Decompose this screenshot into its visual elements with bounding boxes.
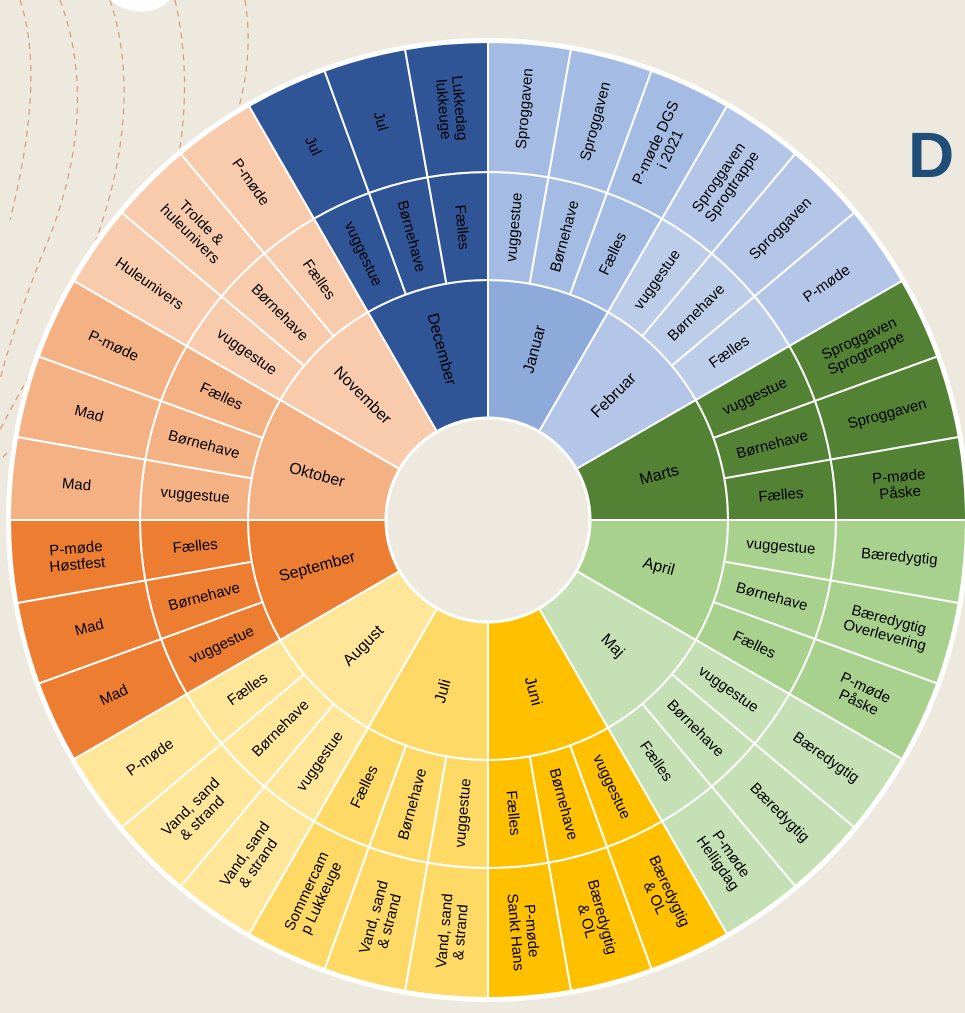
group-label-oktober-vuggestue: vuggestue [160,484,230,507]
group-label-december-faelles: Fælles [451,204,472,250]
activity-label-december-vuggestue: Jul [301,134,325,159]
group-label-juni-faelles: Fælles [502,790,523,836]
activity-label-oktober-vuggestue: Mad [61,475,92,494]
activity-label-september-boernehave: Mad [73,616,106,640]
group-label-marts-faelles: Fælles [758,485,804,506]
activity-label-januar-vuggestue: Sproggaven [513,68,537,150]
month-marts: MartsvuggestueSproggavenSprogtrappeBørne… [574,279,965,521]
activity-label-april-vuggestue: Bæredygtig [860,545,938,569]
activity-label-juli-vuggestue: Vand, sand& strand [433,893,473,970]
activity-sector-december-faelles [403,40,489,179]
activity-label-oktober-boernehave: Mad [73,402,106,426]
month-januar: JanuarvuggestueSproggavenBørnehaveSprogg… [487,40,729,434]
activity-label-marts-faelles: P-mødePåske [871,466,927,504]
group-label-januar-vuggestue: vuggestue [503,192,526,262]
group-label-april-vuggestue: vuggestue [746,535,816,558]
activity-label-april-faelles: P-mødePåske [831,669,893,722]
wheel-center [384,416,592,624]
month-december: DecembervuggestueJulBørnehaveJulFællesLu… [247,40,489,434]
activity-label-december-faelles: Lukkedaglukkeuge [432,75,471,143]
activity-label-september-faelles: P-mødeHøstfest [47,538,106,576]
month-februar: FebruarvuggestueSproggavenSprogtrappeBør… [537,104,904,471]
month-maj: MajvuggestueBæredygtigBørnehaveBæredygti… [537,569,904,936]
month-oktober: OktobervuggestueMadBørnehaveMadFællesP-m… [8,279,402,521]
group-label-juli-vuggestue: vuggestue [452,778,475,848]
month-label-juli: Juli [432,677,455,705]
group-label-september-faelles: Fælles [172,536,218,557]
month-september: SeptembervuggestueMadBørnehaveMadFællesP… [8,519,402,761]
activity-label-juni-faelles: P-mødeSankt Hans [503,891,543,971]
page-title: D [908,119,955,191]
activity-label-december-boernehave: Jul [370,110,391,133]
